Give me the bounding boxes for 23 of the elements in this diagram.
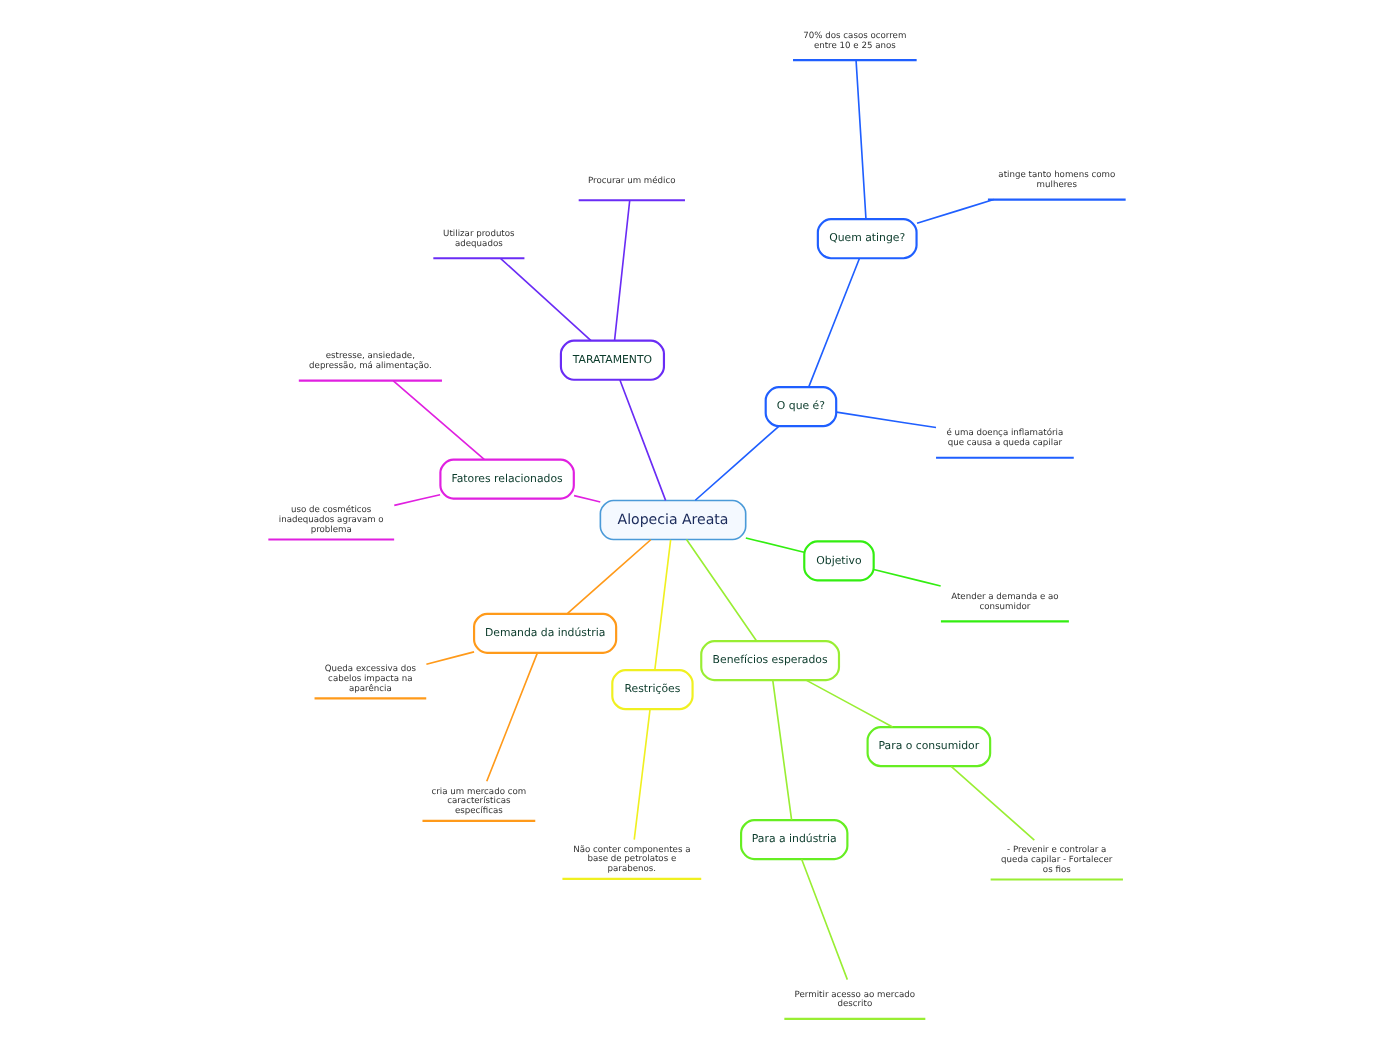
connector: [834, 411, 936, 429]
connector: [871, 568, 941, 587]
connector: [804, 679, 893, 728]
connector: [770, 679, 792, 821]
connector: [572, 494, 601, 503]
connector: [632, 708, 650, 841]
connector: [618, 379, 666, 502]
connector: [693, 425, 779, 502]
connector: [854, 59, 866, 220]
connector: [391, 380, 485, 461]
connector: [799, 858, 848, 981]
connector: [424, 651, 474, 666]
connector: [806, 257, 860, 388]
connector: [915, 198, 994, 225]
connector: [565, 538, 651, 615]
connector: [498, 257, 591, 342]
connector: [653, 539, 671, 671]
connector: [949, 765, 1035, 841]
connector: [392, 493, 440, 507]
connector: [684, 538, 757, 642]
connector: [484, 652, 538, 783]
connector: [744, 537, 804, 554]
connector: [612, 199, 630, 342]
